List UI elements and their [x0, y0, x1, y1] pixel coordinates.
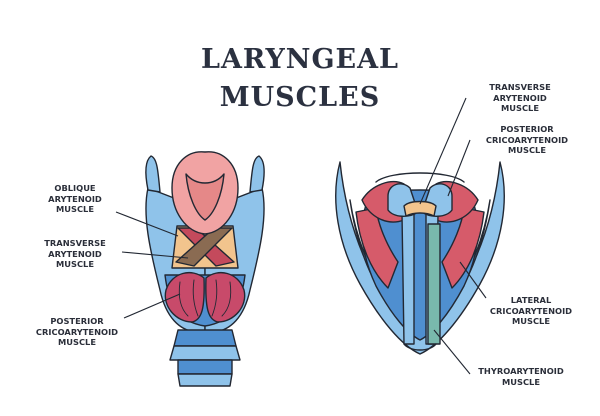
label-line: MUSCLE [57, 337, 96, 347]
label-lateral-cricoarytenoid-right: LATERAL CRICOARYTENOID MUSCLE [478, 295, 584, 327]
trachea-ring-2 [169, 345, 241, 361]
leader-left-oblique [115, 211, 179, 237]
label-oblique-arytenoid-left: OBLIQUE ARYTENOID MUSCLE [30, 183, 120, 215]
leader-lines [115, 97, 487, 375]
leader-right-lateral [459, 261, 487, 299]
label-line: ARYTENOID [48, 248, 102, 259]
anterior-commissure [403, 343, 437, 351]
cricoid-arc [375, 172, 465, 183]
vocal-fold-left [401, 213, 415, 345]
page-title-line-2: MUSCLES [219, 82, 381, 113]
trachea-ring-3 [177, 359, 233, 375]
label-line: TRANSVERSE [489, 82, 551, 92]
left-superior-horn-right [249, 155, 265, 193]
right-larynx-superior-view [335, 161, 505, 355]
thyroarytenoid-muscle [427, 223, 441, 345]
label-line: MUSCLE [501, 376, 540, 387]
label-line: TRANSVERSE [44, 238, 106, 248]
label-line: THYROARYTENOID [478, 366, 564, 376]
label-line: ARYTENOID [493, 92, 547, 103]
label-posterior-cricoarytenoid-right: POSTERIOR CRICOARYTENOID MUSCLE [472, 124, 582, 156]
label-line: POSTERIOR [500, 124, 554, 134]
transverse-arytenoid-top [403, 200, 437, 217]
leader-right-transverse [419, 97, 467, 205]
leader-left-posterior [123, 293, 181, 319]
label-line: ARYTENOID [48, 193, 102, 204]
trachea-ring-4 [177, 373, 233, 387]
leader-right-posterior [447, 139, 471, 197]
label-line: LATERAL [510, 295, 552, 305]
lateral-cricoarytenoid-right [441, 207, 485, 289]
label-line: MUSCLE [500, 103, 539, 113]
label-posterior-cricoarytenoid-left: POSTERIOR CRICOARYTENOID MUSCLE [24, 316, 130, 348]
label-line: CRICOARYTENOID [35, 326, 119, 337]
left-larynx-posterior-view [145, 151, 265, 387]
label-line: OBLIQUE [54, 183, 96, 193]
posterior-cricoarytenoid-left [164, 271, 205, 323]
epiglottis-inner [185, 173, 225, 221]
left-superior-horn-left [145, 155, 161, 193]
label-transverse-arytenoid-left: TRANSVERSE ARYTENOID MUSCLE [28, 238, 122, 270]
lateral-cricoarytenoid-left [355, 207, 399, 289]
muscle-fibers-left [178, 279, 232, 317]
label-line: CRICOARYTENOID [485, 134, 569, 145]
page-title-line-1: LARYNGEAL [200, 44, 400, 75]
posterior-cricoarytenoid-right [205, 271, 246, 323]
label-line: POSTERIOR [50, 316, 104, 326]
label-line: MUSCLE [511, 316, 550, 326]
leader-left-transverse [121, 251, 189, 259]
label-line: MUSCLE [55, 259, 94, 269]
label-transverse-arytenoid-right: TRANSVERSE ARYTENOID MUSCLE [470, 82, 570, 114]
trachea-ring-1 [173, 329, 237, 347]
label-line: MUSCLE [507, 145, 546, 155]
label-line: MUSCLE [55, 204, 94, 214]
label-thyroarytenoid-right: THYROARYTENOID MUSCLE [468, 366, 574, 387]
label-line: CRICOARYTENOID [489, 305, 573, 316]
leader-right-thyroarytenoid [433, 329, 471, 375]
